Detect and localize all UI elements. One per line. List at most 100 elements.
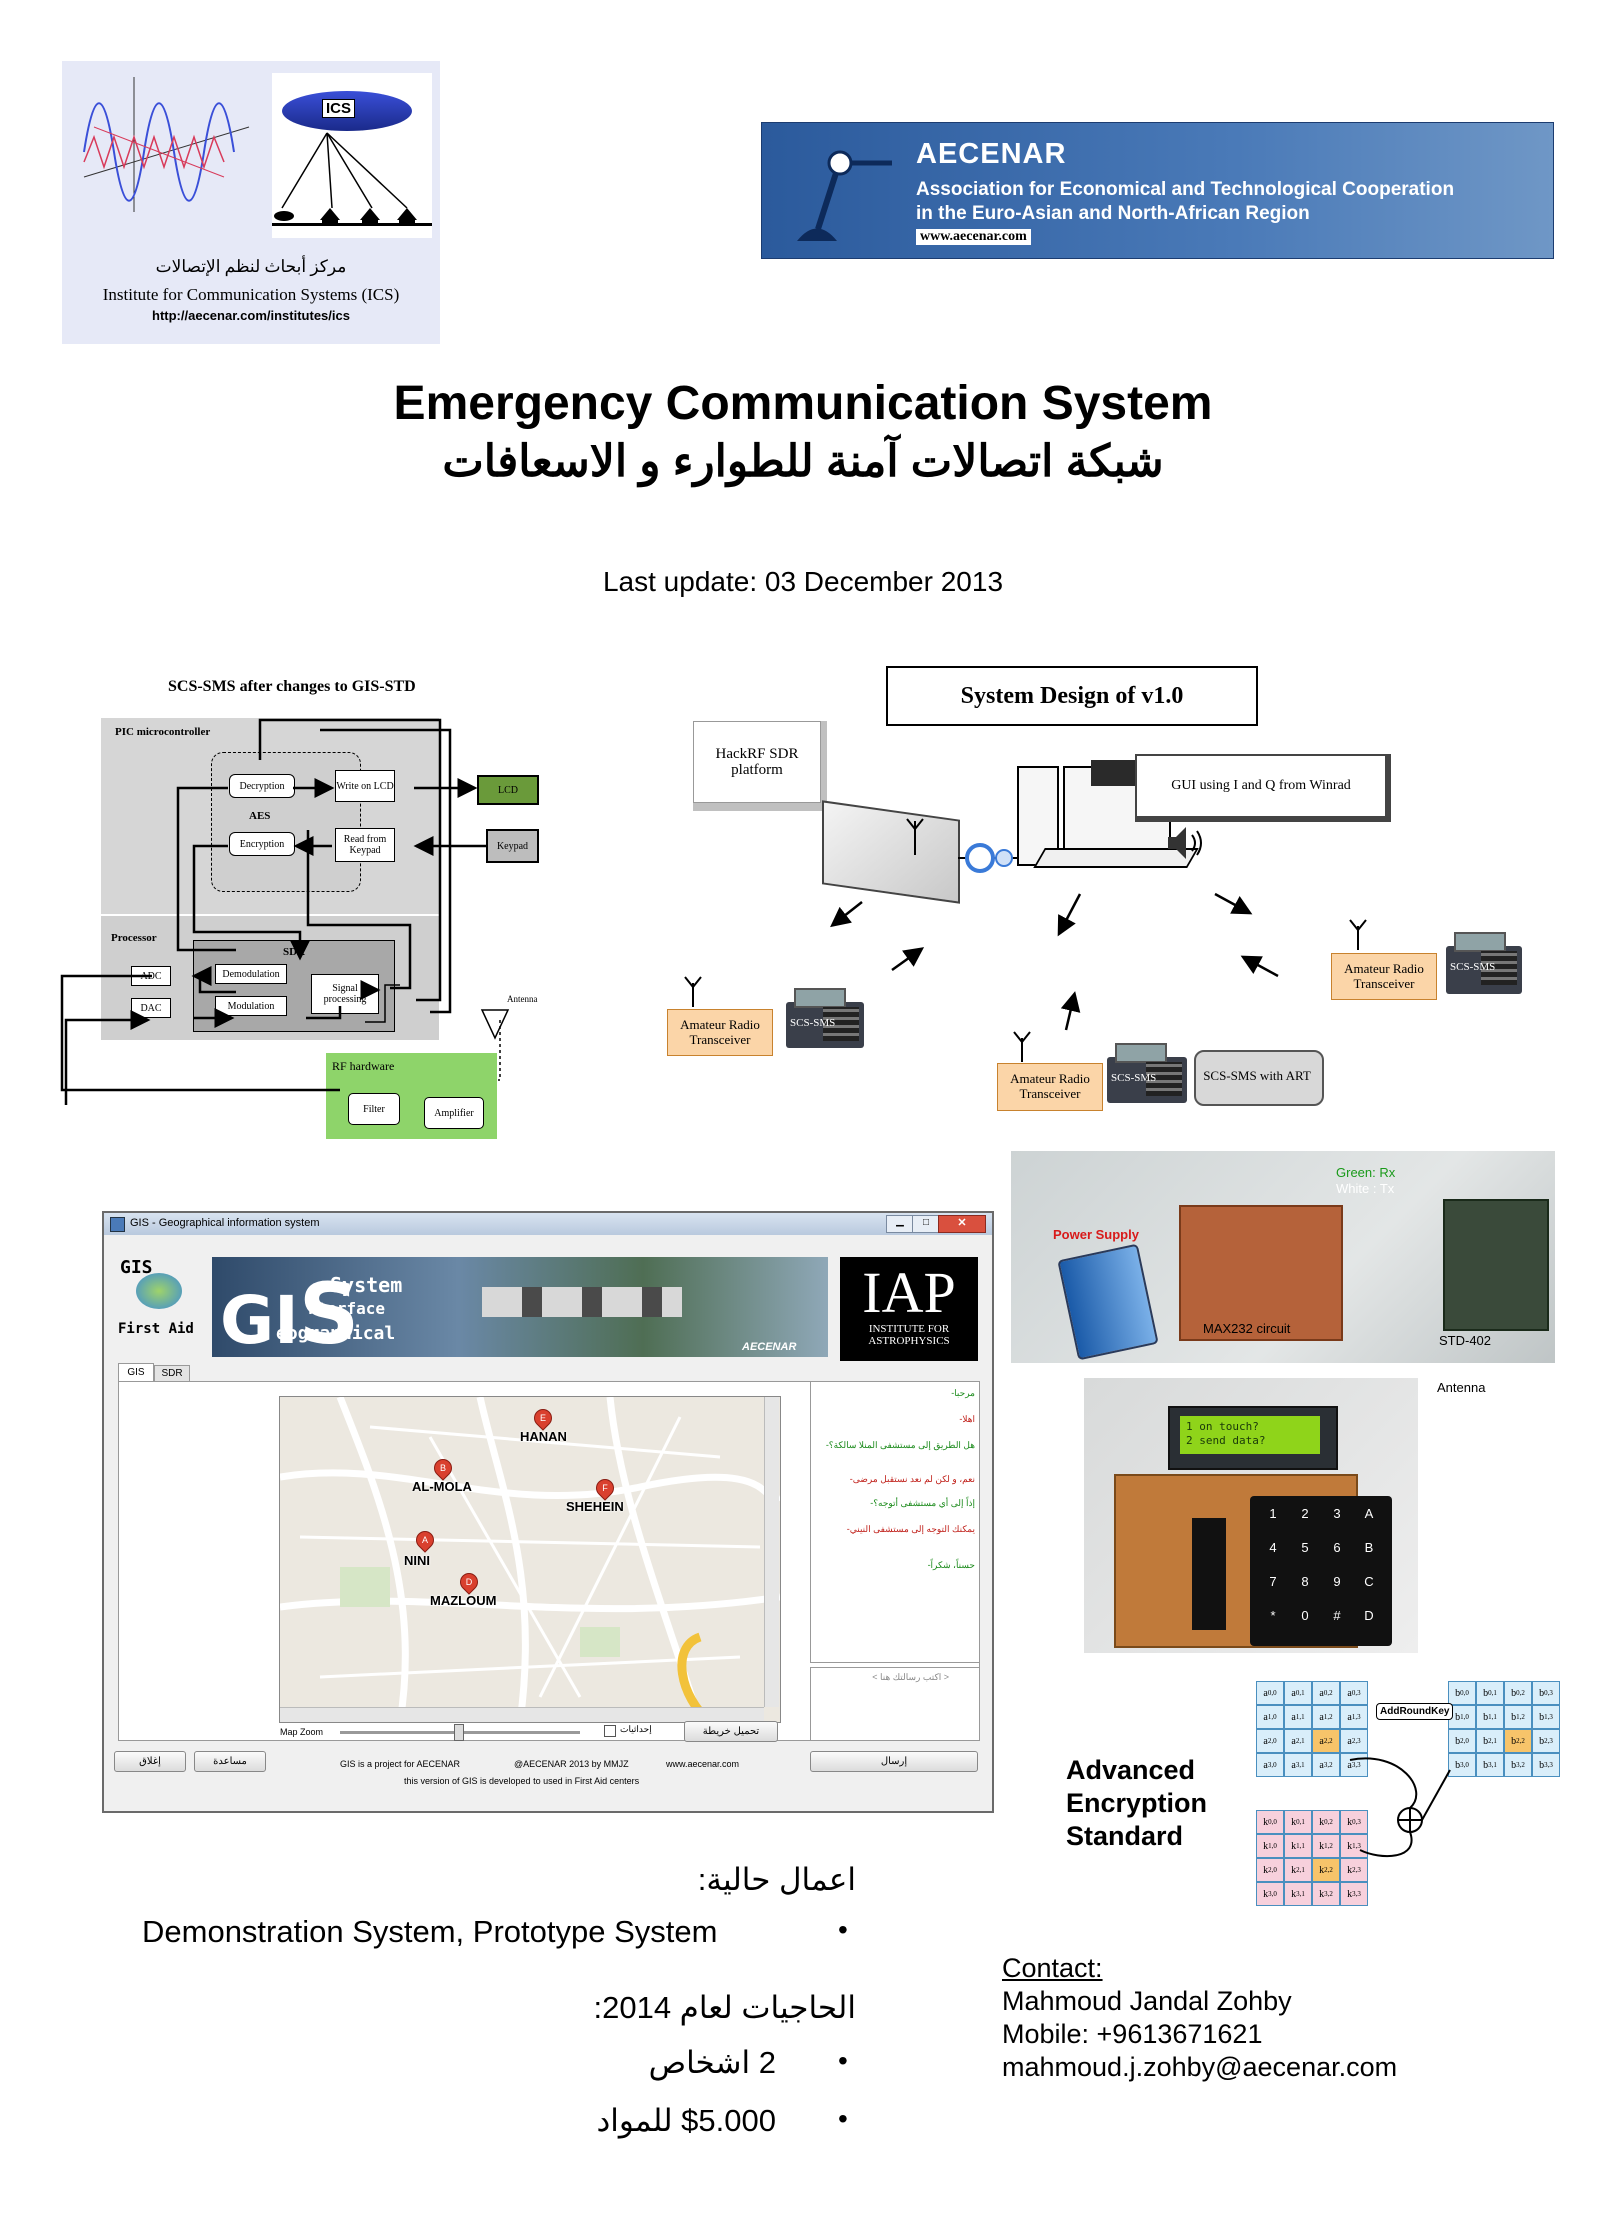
tx-label: White : Tx bbox=[1336, 1181, 1395, 1196]
scs-art-callout bbox=[1194, 1050, 1324, 1106]
read-keypad-box: Read from Keypad bbox=[335, 828, 395, 862]
gis-footer-4: this version of GIS is developed to used… bbox=[404, 1776, 640, 1786]
banner-gi-letters: GIS bbox=[220, 1265, 360, 1363]
gis-footer-1: GIS is a project for AECENAR bbox=[340, 1759, 461, 1769]
aecenar-name: AECENAR bbox=[916, 138, 1067, 170]
close-button[interactable]: إغلاق bbox=[114, 1751, 186, 1772]
microcontroller-chip-icon bbox=[1192, 1518, 1226, 1630]
coords-label: إحداثيات bbox=[620, 1724, 652, 1734]
keypad-box: Keypad bbox=[486, 829, 539, 863]
coords-checkbox[interactable] bbox=[604, 1725, 616, 1737]
decryption-box: Decryption bbox=[229, 774, 295, 798]
banner-text-3: eographical bbox=[276, 1323, 396, 1344]
map-label-al-mola: AL-MOLA bbox=[412, 1479, 472, 1494]
chat-message: هل الطريق إلى مستشفى المنلا سالكة؟- bbox=[825, 1440, 975, 1450]
close-window-button[interactable]: ✕ bbox=[938, 1215, 986, 1233]
aecenar-line2: in the Euro-Asian and North-African Regi… bbox=[916, 203, 1310, 224]
usb-connector-icon bbox=[958, 843, 1024, 873]
chat-message: يمكنك التوجه إلى مستشفى النيني- bbox=[846, 1524, 975, 1534]
gis-titlebar: GIS - Geographical information system ▁ … bbox=[104, 1213, 992, 1235]
system-design-arrows bbox=[830, 892, 1279, 1031]
demodulation-box: Demodulation bbox=[215, 964, 287, 984]
map-view[interactable]: E HANAN B AL-MOLA F SHEHEIN A NINI D MAZ… bbox=[279, 1396, 781, 1723]
aecenar-url: www.aecenar.com bbox=[916, 229, 1031, 245]
hackrf-callout: HackRF SDR platform bbox=[693, 721, 827, 811]
hackrf-antenna-icon bbox=[906, 818, 924, 855]
xor-connector-icon bbox=[1349, 1757, 1451, 1858]
minimize-button[interactable]: ▁ bbox=[886, 1215, 914, 1233]
gis-banner: System nterface eographical GIS AECENAR bbox=[212, 1257, 828, 1363]
lcd-line-2: 2 send data? bbox=[1186, 1434, 1266, 1447]
contact-email[interactable]: mahmoud.j.zohby@aecenar.com bbox=[1002, 2052, 1398, 2082]
keypad-key: * bbox=[1270, 1608, 1276, 1623]
map-label-shehein: SHEHEIN bbox=[566, 1499, 624, 1514]
keypad-key: # bbox=[1333, 1608, 1341, 1623]
lcd-line-1: 1 on touch? bbox=[1186, 1420, 1259, 1433]
gis-logo: GIS First Aid bbox=[116, 1257, 196, 1347]
iap-subtitle: INSTITUTE FOR ASTROPHYSICS bbox=[868, 1323, 950, 1347]
encryption-box: Encryption bbox=[229, 832, 295, 856]
help-button[interactable]: مساعدة bbox=[194, 1751, 266, 1772]
map-zoom-label: Map Zoom bbox=[280, 1727, 324, 1737]
first-aid-text: First Aid bbox=[118, 1321, 194, 1337]
tab-sdr[interactable]: SDR bbox=[154, 1365, 190, 1382]
tab-gis[interactable]: GIS bbox=[118, 1363, 154, 1382]
antenna-photo-label: Antenna bbox=[1437, 1380, 1486, 1395]
aes-label: AES bbox=[249, 810, 271, 822]
processor-label: Processor bbox=[111, 932, 157, 944]
ics-badge: ICS bbox=[322, 99, 356, 118]
map-zoom-handle[interactable] bbox=[454, 1724, 464, 1741]
banner-aecenar-tag: AECENAR bbox=[742, 1341, 797, 1353]
lcd-box: LCD bbox=[477, 775, 539, 805]
chat-message: مرحبا- bbox=[951, 1388, 975, 1398]
filter-box: Filter bbox=[348, 1093, 400, 1125]
lcd-screen: 1 on touch? 2 send data? bbox=[1180, 1416, 1320, 1454]
antenna-icon bbox=[1013, 1031, 1031, 1062]
keypad-key: 5 bbox=[1301, 1540, 1309, 1555]
keypad-key: A bbox=[1364, 1506, 1374, 1521]
chat-input[interactable]: < اكتب رسالتك هنا > bbox=[810, 1667, 980, 1741]
chat-log: مرحبا- اهلا- هل الطريق إلى مستشفى المنلا… bbox=[810, 1381, 980, 1663]
maximize-button[interactable]: □ bbox=[912, 1215, 940, 1233]
speaker-icon bbox=[1168, 827, 1202, 859]
needs-heading: الحاجيات لعام 2014: bbox=[593, 1990, 856, 2025]
gis-window: GIS - Geographical information system ▁ … bbox=[102, 1211, 994, 1813]
scs-art-text: SCS-SMS with ART bbox=[1203, 1067, 1311, 1083]
load-map-button[interactable]: تحميل خريطة bbox=[684, 1721, 778, 1742]
scs-sms-device-right: SCS-SMS bbox=[1446, 932, 1522, 994]
battery-icon bbox=[1057, 1243, 1159, 1361]
aes-label-line3: Standard bbox=[1066, 1821, 1184, 1851]
scs-diagram-title: SCS-SMS after changes to GIS-STD bbox=[168, 678, 416, 695]
tab-sdr-label: SDR bbox=[161, 1368, 183, 1379]
map-globe-icon bbox=[136, 1273, 182, 1309]
hackrf-callout-text: HackRF SDR platform bbox=[693, 721, 821, 803]
chat-message: إذاً إلى أي مستشفى أتوجه؟- bbox=[870, 1498, 975, 1508]
map-vscroll[interactable] bbox=[764, 1397, 779, 1707]
send-button[interactable]: إرسال bbox=[810, 1751, 978, 1772]
map-label-hanan: HANAN bbox=[520, 1429, 567, 1444]
map-hscroll[interactable] bbox=[280, 1707, 764, 1722]
iap-text: IAP bbox=[862, 1260, 956, 1325]
